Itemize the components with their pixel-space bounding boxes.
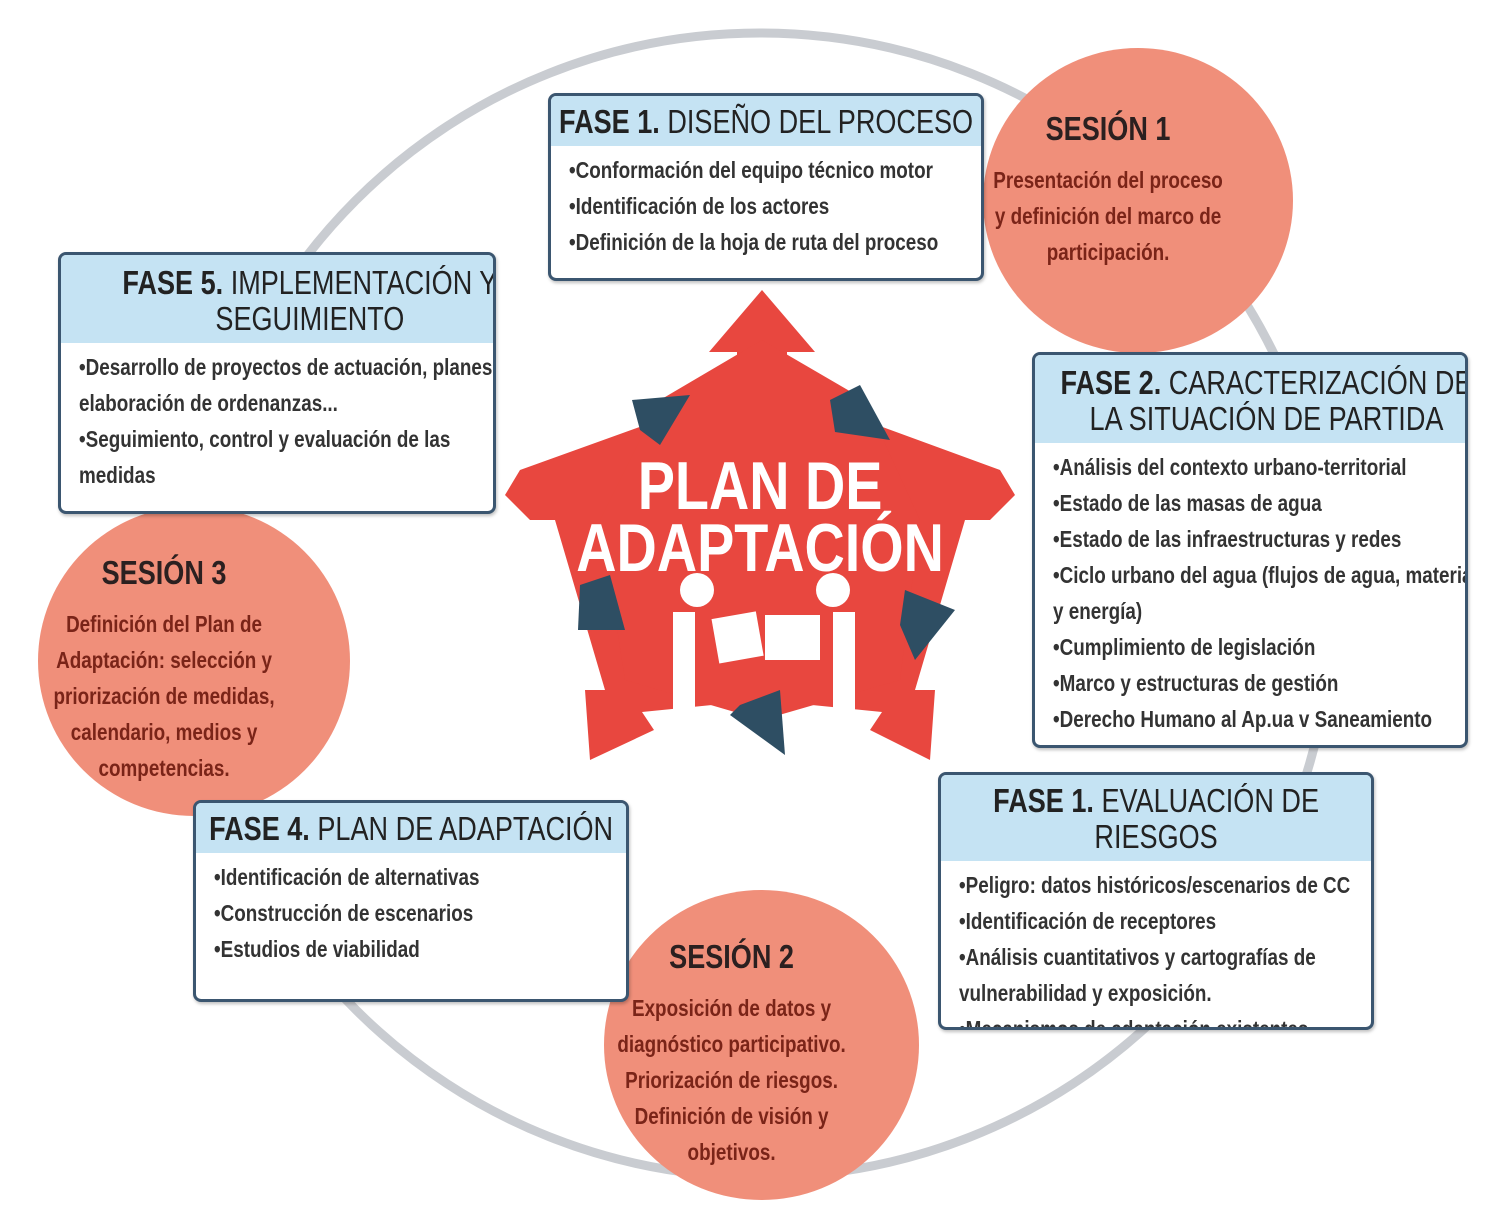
phase-item: •Estado de las infraestructuras y redes — [1053, 526, 1402, 552]
phase-item: •Análisis del contexto urbano-territoria… — [1053, 454, 1407, 480]
phase-4-plan-box: FASE 4. PLAN DE ADAPTACIÓN •Identificaci… — [193, 800, 629, 1002]
session-2-circle: SESIÓN 2 Exposición de datos y diagnósti… — [604, 890, 919, 1200]
center-title-line1: PLAN DE — [637, 448, 883, 524]
phase-item: •Desarrollo de proyectos de actuación, p… — [79, 354, 496, 416]
session-title: SESIÓN 2 — [669, 938, 794, 975]
session-text: Exposición de datos y diagnóstico partic… — [617, 995, 846, 1165]
phase-item: •Peligro: datos históricos/escenarios de… — [959, 872, 1351, 898]
center-title-line2: ADAPTACIÓN — [576, 510, 944, 586]
session-3-circle: SESIÓN 3 Definición del Plan de Adaptaci… — [38, 506, 350, 816]
phase-item: •Identificación de receptores — [959, 908, 1217, 934]
phase-title: EVALUACIÓN DE RIESGOS — [1094, 782, 1319, 855]
cycle-arrows-icon — [578, 385, 955, 755]
phase-title: CARACTERIZACIÓN DE LA SITUACIÓN DE PARTI… — [1089, 364, 1468, 437]
phase-title: DISEÑO DEL PROCESO — [667, 103, 974, 140]
phase-item: •Marco y estructuras de gestión — [1053, 670, 1339, 696]
phase-1-design-box: FASE 1. DISEÑO DEL PROCESO •Conformación… — [548, 93, 984, 281]
phase-item: •Estudios de viabilidad — [214, 936, 420, 962]
session-title: SESIÓN 1 — [1045, 110, 1171, 147]
phase-item: •Definición de la hoja de ruta del proce… — [569, 229, 939, 255]
phase-title: IMPLEMENTACIÓN Y SEGUIMIENTO — [215, 264, 496, 337]
phase-item: •Mecanismos de adaptación existentes — [959, 1016, 1309, 1030]
phase-item: •Derecho Humano al Ap.ua v Saneamiento — [1053, 706, 1433, 732]
phase-item: •Identificación de alternativas — [214, 864, 480, 890]
phase-number: FASE 4. — [209, 810, 310, 847]
phase-item: •Estado de las masas de agua — [1053, 490, 1322, 516]
phase-number: FASE 5. — [122, 264, 224, 301]
phase-number: FASE 1. — [559, 103, 660, 140]
phase-title: PLAN DE ADAPTACIÓN — [317, 810, 614, 847]
phase-number: FASE 1. — [993, 782, 1094, 819]
session-1-circle: SESIÓN 1 Presentación del proceso y defi… — [983, 48, 1293, 353]
phase-item: •Ciclo urbano del agua (flujos de agua, … — [1053, 562, 1468, 624]
phase-item: •Análisis cuantitativos y cartografías d… — [959, 944, 1316, 1006]
phase-item: •Construcción de escenarios — [214, 900, 474, 926]
phase-item: •Cumplimiento de legislación — [1053, 634, 1316, 660]
phase-item: •Conformación del equipo técnico motor — [569, 157, 933, 183]
session-text: Definición del Plan de Adaptación: selec… — [53, 611, 275, 781]
phase-item: •Seguimiento, control y evaluación de la… — [79, 426, 451, 488]
session-text: Presentación del proceso y definición de… — [993, 167, 1223, 265]
people-puzzle-icon — [673, 573, 855, 727]
phase-2-characterization-box: FASE 2. CARACTERIZACIÓN DE LA SITUACIÓN … — [1032, 352, 1468, 748]
phase-1-risk-box: FASE 1. EVALUACIÓN DE RIESGOS •Peligro: … — [938, 772, 1374, 1030]
phase-5-implementation-box: FASE 5. IMPLEMENTACIÓN Y SEGUIMIENTO •De… — [58, 252, 496, 514]
session-title: SESIÓN 3 — [101, 554, 227, 591]
phase-number: FASE 2. — [1060, 364, 1162, 401]
phase-item: •Identificación de los actores — [569, 193, 830, 219]
